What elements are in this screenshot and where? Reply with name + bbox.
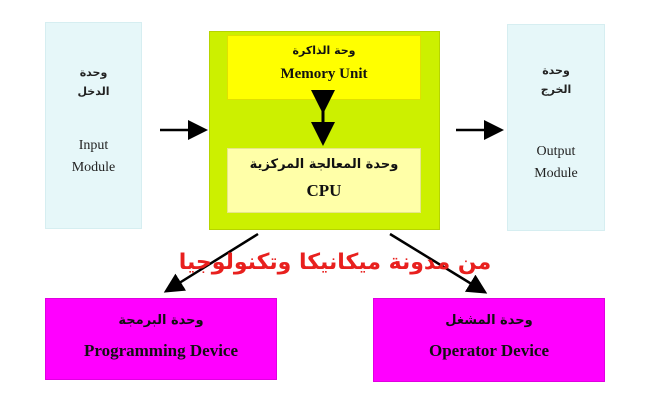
cpu-arabic-label: وحدة المعالجة المركزية bbox=[249, 157, 399, 172]
blog-watermark: من مدونة ميكانيكا وتكنولوجيا bbox=[178, 250, 492, 275]
central-to-operator-arrow bbox=[389, 232, 488, 294]
operator-device-english-label: Operator Device bbox=[428, 341, 550, 360]
programming-device-box: وحدة البرمجة Programming Device bbox=[45, 298, 277, 380]
memory-unit-arabic-label: وحة الذاكرة bbox=[292, 44, 356, 57]
input-module-box: وحدة الدخل Input Module bbox=[45, 22, 142, 229]
output-module-box: وحدة الخرج Output Module bbox=[507, 24, 605, 231]
memory-unit-english-label: Memory Unit bbox=[280, 66, 368, 82]
input-module-english-label: Input Module bbox=[71, 138, 116, 175]
input-module-arabic-label: وحدة الدخل bbox=[77, 66, 110, 98]
central-to-programming-arrow bbox=[163, 232, 259, 293]
operator-device-box: وحدة المشغل Operator Device bbox=[373, 298, 605, 382]
programming-device-english-label: Programming Device bbox=[83, 341, 239, 360]
operator-device-arabic-label: وحدة المشغل bbox=[445, 313, 533, 328]
programming-device-arabic-label: وحدة البرمجة bbox=[118, 313, 204, 328]
output-module-arabic-label: وحدة الخرج bbox=[540, 64, 572, 96]
output-module-english-label: Output Module bbox=[534, 144, 578, 181]
cpu-unit-box: وحدة المعالجة المركزية CPU bbox=[227, 148, 421, 213]
cpu-english-label: CPU bbox=[306, 181, 342, 200]
